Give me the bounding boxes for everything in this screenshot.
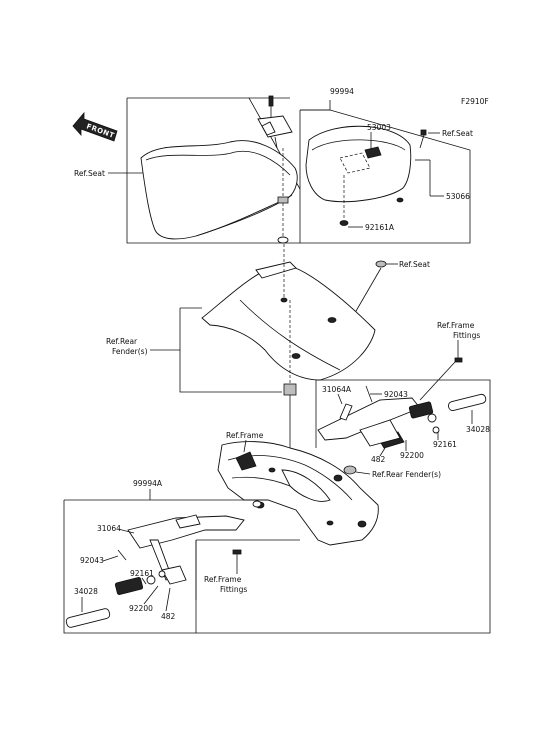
label-92043-right: 92043 [384,390,408,399]
rear-fender-bracket [179,307,282,393]
label-53066: 53066 [446,192,470,201]
label-31064: 31064 [97,524,121,533]
right-grab-kit-box [195,379,491,634]
label-34028-right: 34028 [466,425,490,434]
seat-spacer [277,148,289,244]
bolt-frame-fittings-top [454,340,463,363]
bolt-seat-top-right [419,129,427,149]
grip-right [408,401,440,434]
label-ref-seat-mid: Ref.Seat [399,260,430,269]
label-ref-frame-fittings-top-line2: Fittings [453,331,480,340]
label-92161-left: 92161 [130,569,154,578]
label-482-right: 482 [371,455,386,464]
seat [140,140,298,240]
label-482-left: 482 [161,612,176,621]
label-92200-right: 92200 [400,451,424,460]
front-arrow-icon: FRONT [72,111,118,142]
left-grab-kit-box [63,499,260,634]
label-ref-frame-fittings-top-line1: Ref.Frame [437,321,475,330]
frame-fittings-bottom-box [195,539,300,600]
label-ref-rear-fender-line1: Ref.Rear [106,337,138,346]
label-ref-rear-fender-s: Ref.Rear Fender(s) [372,470,441,479]
label-99994: 99994 [330,87,354,96]
label-53003: 53003 [367,123,391,132]
label-ref-seat-top: Ref.Seat [442,129,473,138]
left-grab-handle [127,500,262,585]
rear-frame [217,441,379,546]
label-ref-rear-fender-line2: Fender(s) [112,347,148,356]
bar-right-34028 [447,393,487,412]
label-92161a: 92161A [365,223,395,232]
washer-mid [375,260,387,268]
right-grab-handle [317,397,421,449]
seat-cover [305,125,412,226]
seat-bracket [257,115,293,149]
label-92161-right: 92161 [433,440,457,449]
label-31064a: 31064A [322,385,352,394]
rear-fender [201,244,376,384]
bar-left-34028 [65,608,111,628]
pin-92043-right [365,385,373,403]
label-ref-seat-left: Ref.Seat [74,169,105,178]
pin-92043-left [117,549,127,561]
label-99994a: 99994A [133,479,163,488]
label-92200-left: 92200 [129,604,153,613]
label-34028-left: 34028 [74,587,98,596]
figure-code: F2910F [461,97,489,106]
label-92043-left: 92043 [80,556,104,565]
bolt-frame-fittings-bottom [232,549,242,574]
grip-left [114,570,166,595]
seat-cover-box [299,109,471,244]
label-ref-frame-fittings-bottom-line1: Ref.Frame [204,575,242,584]
label-ref-frame-fittings-bottom-line2: Fittings [220,585,247,594]
label-ref-frame: Ref.Frame [226,431,264,440]
bolt-top [268,95,274,118]
